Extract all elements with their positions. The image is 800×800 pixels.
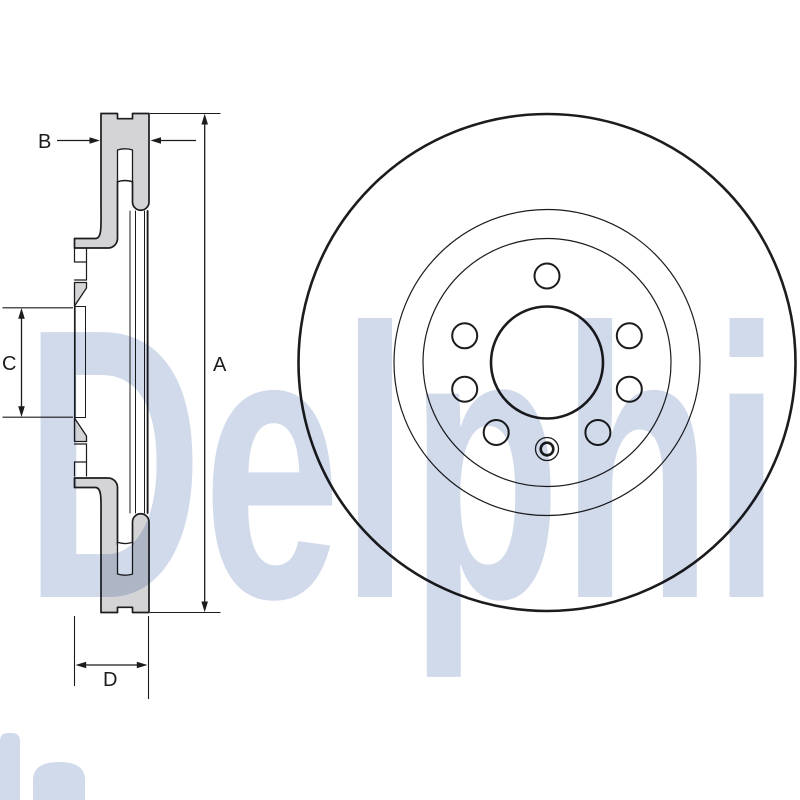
bolt-hole (615, 375, 643, 403)
projected-edge-lines (129, 210, 149, 514)
dimension-c-label: C (2, 353, 16, 375)
locating-pin-hole-outer (534, 436, 560, 462)
dimension-a-label: A (213, 354, 227, 376)
dimension-d (73, 616, 150, 699)
bolt-hole (584, 419, 612, 446)
center-bore (489, 305, 605, 420)
vent-window-top (116, 148, 134, 183)
section-view (73, 112, 150, 614)
dimension-b-label: B (38, 131, 51, 153)
flange-detail-lines (73, 247, 88, 477)
bolt-hole (451, 322, 479, 350)
face-view (297, 112, 797, 613)
bolt-hole (533, 262, 561, 290)
dimensions: A B C D (2, 112, 227, 699)
dimension-b (57, 137, 196, 144)
dimension-d-label: D (103, 669, 117, 691)
hat-step-edge (422, 237, 672, 488)
delphi-watermark-fragment (0, 733, 85, 800)
pilot-chamfer-bottom (73, 417, 88, 443)
locating-pin-hole-inner (539, 441, 555, 457)
bolt-hole (451, 375, 479, 403)
section-top-plate-and-hat (73, 112, 150, 249)
delphi-watermark: Delphi (0, 248, 781, 800)
pilot-chamfer-top (73, 281, 88, 307)
bolt-holes (451, 262, 643, 446)
dimension-a (150, 112, 221, 614)
bolt-hole (615, 322, 643, 350)
dimension-c (2, 307, 73, 418)
vent-window-bottom (116, 541, 134, 576)
disc-outer-edge (297, 112, 797, 613)
bolt-hole (482, 419, 510, 446)
center-bore-lines (73, 305, 86, 419)
locating-pin-hole (534, 436, 560, 462)
delphi-watermark-text: Delphi (24, 248, 781, 681)
friction-band-inner-edge (393, 208, 701, 517)
